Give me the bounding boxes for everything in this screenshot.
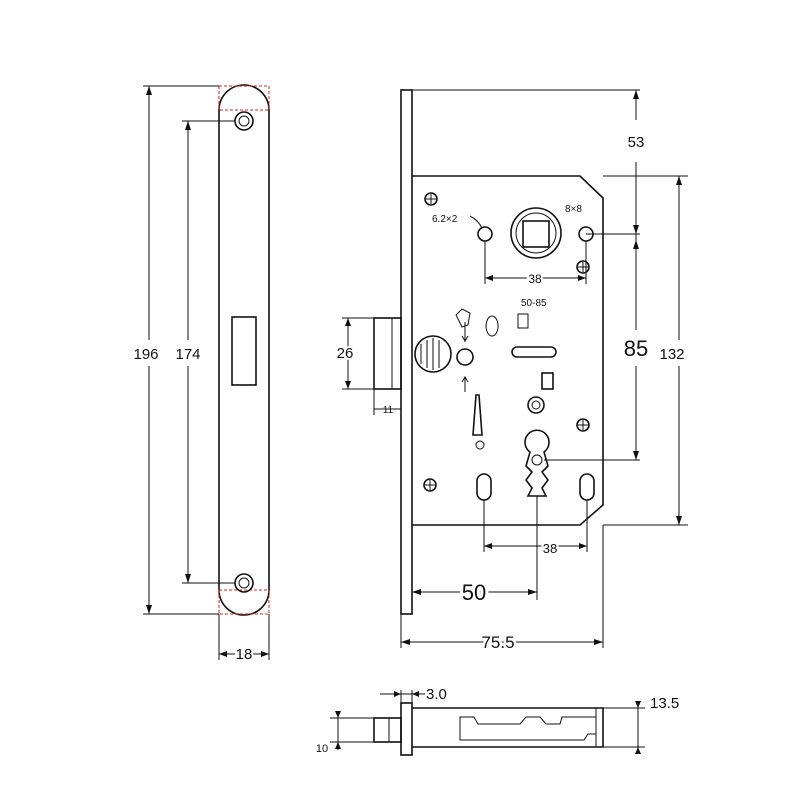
latch-section: [373, 717, 402, 743]
case-thickness-label: 13.5: [650, 695, 679, 712]
screw-hole: [234, 111, 254, 131]
lever-slot: [472, 394, 483, 436]
latch-slot: [231, 316, 257, 386]
follower-slot: [511, 346, 557, 358]
faceplate-height-label: 196: [133, 346, 158, 363]
latch-projection-label: 26: [337, 345, 354, 362]
case-section: [412, 707, 604, 748]
handle-to-key-label: 85: [624, 336, 648, 361]
screw-icon: [423, 478, 437, 492]
faceplate-width-label: 18: [236, 646, 253, 663]
pin-hole-label: 6.2×2: [432, 214, 458, 225]
forend-plate: [400, 89, 413, 615]
screw-icon: [424, 192, 438, 206]
faceplate-view: 196 174 18: [133, 84, 270, 665]
handle-holes-spacing-label: 38: [528, 272, 542, 286]
forend-section: [400, 702, 413, 756]
latch-bolt: [373, 317, 402, 390]
lock-case-outline: [412, 175, 604, 526]
key-slot: [579, 473, 595, 501]
bottom-view: 3.0 13.5 10: [316, 686, 679, 756]
key-holes-spacing-label: 38: [543, 541, 557, 556]
latch-offset-label: 11: [383, 405, 394, 416]
screw-icon: [576, 418, 590, 432]
keyhole: [524, 429, 550, 497]
faceplate-outline: [218, 84, 270, 616]
catch: [541, 372, 554, 390]
hole-spacing-label: 174: [175, 346, 200, 363]
spindle-hub: [510, 207, 562, 259]
spindle-label: 8×8: [565, 204, 582, 215]
plate-thickness-label: 3.0: [426, 686, 447, 703]
case-height-label: 132: [659, 346, 684, 363]
latch-width-label: 10: [316, 743, 328, 755]
screw-hole: [234, 573, 254, 593]
pin-hole: [477, 226, 493, 242]
case-depth-label: 75.5: [481, 633, 514, 652]
latch-mechanism: 50-85: [414, 298, 557, 450]
backset-label: 50: [462, 580, 486, 605]
lock-body-view: 6.2×2 8×8 50-85: [335, 89, 688, 655]
faceplate-bottom-marker: [218, 589, 270, 615]
faceplate-top-marker: [218, 85, 270, 111]
key-slot: [476, 473, 492, 501]
screw-icon: [576, 260, 590, 274]
marking-label: 50-85: [521, 298, 547, 309]
top-offset-label: 53: [628, 134, 645, 151]
